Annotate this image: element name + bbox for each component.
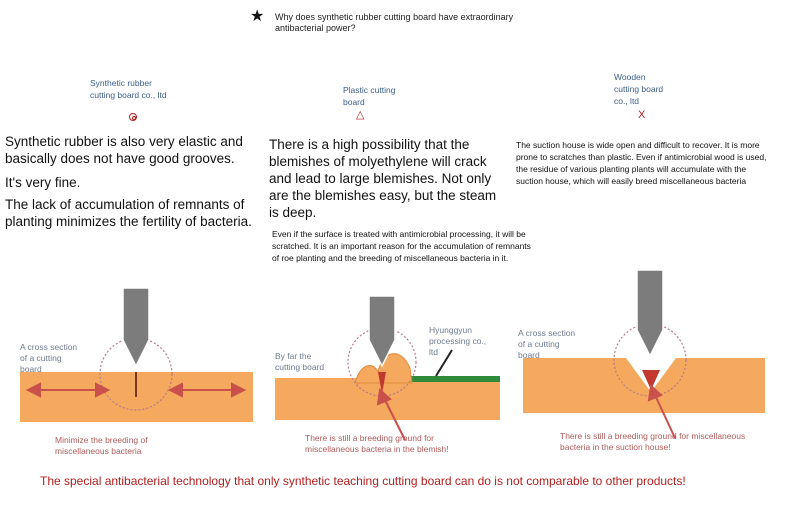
double-circle-icon <box>129 113 137 121</box>
star-icon: ★ <box>250 8 265 25</box>
plastic-paragraph: There is a high possibility that the ble… <box>269 137 497 220</box>
wooden-residue <box>642 370 660 390</box>
plastic-callout-arrow <box>376 388 406 441</box>
plastic-crack <box>378 372 386 394</box>
antimicrobial-layer <box>411 376 500 382</box>
wooden-blade <box>636 269 664 358</box>
plastic-layer-label: Hyunggyun processing co., ltd <box>429 325 487 357</box>
rubber-caption: Minimize the breeding of miscellaneous b… <box>55 435 148 456</box>
plastic-diagram-label: By far the cutting board <box>275 351 325 372</box>
cross-icon: X <box>638 109 646 121</box>
wooden-callout-arrow <box>647 384 676 439</box>
wooden-diagram-label: A cross section of a cutting board <box>518 328 576 360</box>
page-title: Why does synthetic rubber cutting board … <box>275 12 514 33</box>
wooden-board-name: Wooden cutting board co., ltd <box>614 72 664 106</box>
layer-pointer <box>435 349 453 377</box>
rubber-blade <box>122 287 150 368</box>
rubber-paragraph-3: The lack of accumulation of remnants of … <box>5 197 252 229</box>
rubber-diagram-label: A cross section of a cutting board <box>20 342 78 374</box>
plastic-diagram <box>275 295 500 441</box>
footer-slogan: The special antibacterial technology tha… <box>40 474 686 488</box>
rubber-paragraph-2: It's very fine. <box>5 175 81 190</box>
plastic-blade <box>368 295 396 368</box>
rubber-diagram <box>20 287 253 422</box>
triangle-icon: △ <box>356 109 365 121</box>
wooden-diagram <box>523 269 765 439</box>
rubber-left-arrow <box>25 382 111 398</box>
plastic-board-name: Plastic cutting board <box>343 85 396 107</box>
rubber-right-arrow <box>167 382 247 398</box>
rubber-board-name: Synthetic rubber cutting board co., ltd <box>90 78 167 100</box>
plastic-note: Even if the surface is treated with anti… <box>272 229 531 263</box>
plastic-blemish-mound <box>354 353 413 384</box>
wooden-paragraph: The suction house is wide open and diffi… <box>516 140 767 186</box>
wooden-caption: There is still a breeding ground for mis… <box>560 431 746 452</box>
rubber-paragraph-1: Synthetic rubber is also very elastic an… <box>5 134 243 166</box>
plastic-caption: There is still a breeding ground for mis… <box>305 433 449 454</box>
